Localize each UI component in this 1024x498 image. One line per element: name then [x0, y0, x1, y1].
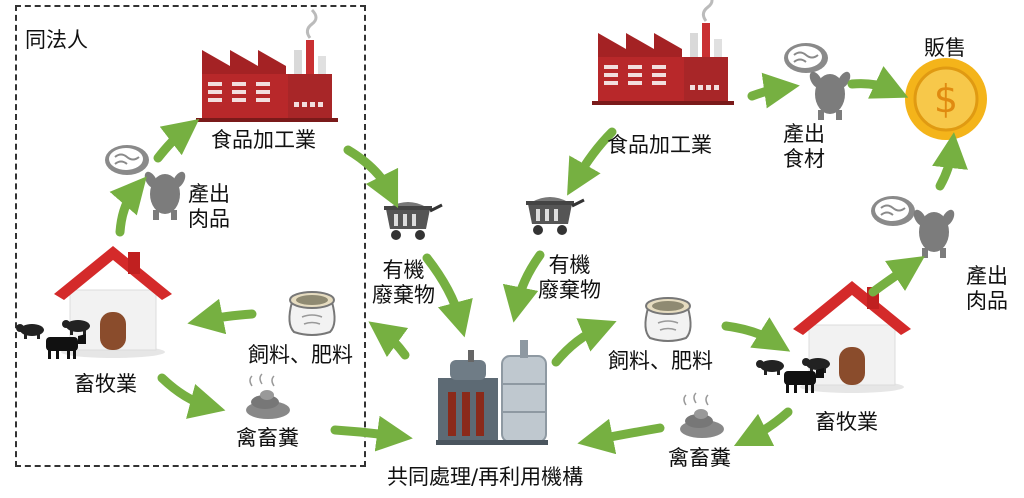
coin-icon: $ [905, 58, 987, 140]
svg-text:$: $ [934, 77, 958, 121]
group-label: 同法人 [25, 28, 88, 52]
factory-icon [194, 8, 340, 124]
livestock-industry-label-right: 畜牧業 [815, 410, 878, 434]
organic-waste-line1: 有機 [548, 253, 591, 277]
organic-waste-line2: 廢棄物 [538, 278, 601, 302]
sack-icon [288, 291, 336, 336]
chicken-icon [911, 207, 957, 258]
facility-icon [436, 340, 548, 445]
organic-waste-label-left: 有機 廢棄物 [372, 258, 435, 308]
meat-output-line2: 肉品 [188, 207, 230, 231]
food-output-line1: 產出 [783, 122, 825, 146]
meat-output-label-right: 產出 肉品 [966, 264, 1008, 314]
feed-fertilizer-label-right: 飼料、肥料 [608, 349, 713, 373]
food-processing-label-right: 食品加工業 [607, 133, 712, 157]
manure-icon [679, 392, 725, 439]
facility-label: 共同處理/再利用機構 [387, 465, 584, 489]
livestock-industry-label-left: 畜牧業 [74, 372, 137, 396]
organic-waste-line1: 有機 [382, 258, 425, 282]
meat-icon [870, 195, 916, 227]
mine-cart-icon [382, 200, 444, 242]
meat-output-line1: 產出 [188, 182, 230, 206]
mine-cart-icon [524, 195, 586, 237]
sack-icon [644, 297, 692, 342]
meat-icon [104, 144, 150, 176]
sales-label: 販售 [924, 36, 966, 60]
meat-output-line2: 肉品 [966, 289, 1008, 313]
feed-fertilizer-label-left: 飼料、肥料 [248, 343, 353, 367]
manure-label-right: 禽畜糞 [668, 446, 731, 470]
chicken-icon [142, 169, 188, 220]
food-processing-label-left: 食品加工業 [211, 128, 316, 152]
same-legal-entity-box [15, 5, 366, 467]
food-output-line2: 食材 [783, 147, 825, 171]
organic-waste-line2: 廢棄物 [372, 283, 435, 307]
organic-waste-label-right: 有機 廢棄物 [538, 253, 601, 303]
manure-label-left: 禽畜糞 [236, 426, 299, 450]
meat-output-line1: 產出 [966, 264, 1008, 288]
flow-arrows [109, 66, 968, 455]
food-output-label: 產出 食材 [783, 122, 825, 172]
chicken-icon [807, 69, 853, 120]
meat-output-label-left: 產出 肉品 [188, 182, 230, 232]
factory-icon [590, 0, 736, 107]
meat-icon [783, 42, 829, 74]
manure-icon [245, 373, 291, 420]
